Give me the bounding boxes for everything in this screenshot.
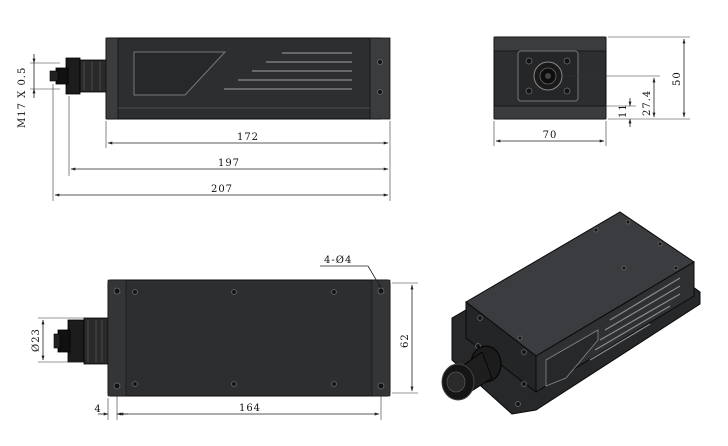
mounting-holes [113, 287, 385, 390]
connector-diameter-label: Ø23 [31, 328, 42, 352]
end-view: 70 50 27.4 11 [493, 36, 690, 146]
hole-spec-label: 4-Ø4 [324, 255, 352, 266]
dim-4-label: 4 [94, 404, 101, 415]
dim-11-label: 11 [618, 103, 629, 118]
fiber-connector-bottom [53, 317, 109, 365]
plate-screws [132, 289, 337, 387]
side-view: M17 X 0.5 172 197 207 [17, 37, 391, 201]
dim-27-4-label: 27.4 [642, 90, 653, 116]
dim-172-label: 172 [237, 132, 259, 143]
isometric-view [441, 211, 701, 415]
iso-side-panel [545, 329, 599, 387]
dim-62-label: 62 [400, 333, 411, 348]
dim-164-label: 164 [239, 403, 261, 414]
iso-grooves [589, 277, 681, 361]
dim-197-label: 197 [218, 158, 240, 169]
fiber-connector-side [49, 57, 107, 95]
dim-207-label: 207 [211, 184, 233, 195]
iso-fiber-connector [441, 345, 502, 401]
heat-sink-grooves [224, 52, 352, 90]
thread-spec-label: M17 X 0.5 [17, 67, 28, 128]
bottom-view: 4-Ø4 Ø23 62 164 4 [31, 255, 418, 420]
iso-end-face [465, 300, 537, 394]
dim-50-label: 50 [672, 71, 683, 86]
side-panel-recess [133, 51, 227, 96]
module-base-plate [107, 279, 391, 397]
dim-70-label: 70 [543, 130, 558, 141]
